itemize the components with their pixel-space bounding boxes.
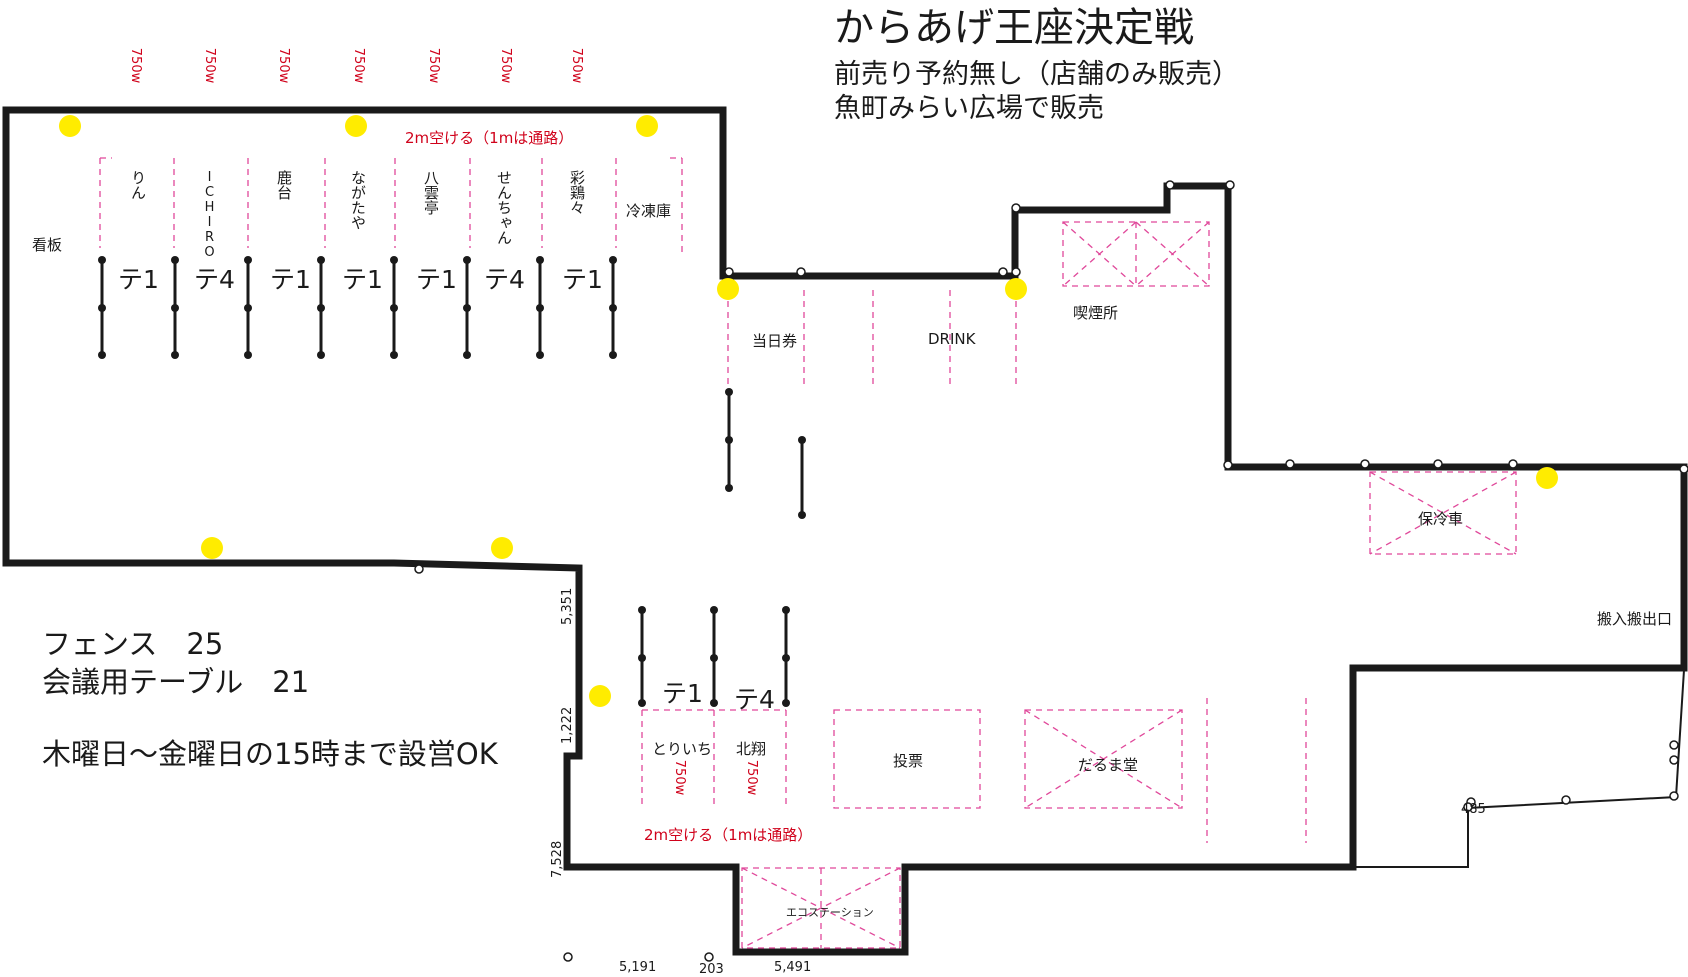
dimension-label: 485 bbox=[1461, 802, 1486, 817]
power-markers bbox=[59, 115, 1558, 707]
table-label: テ1 bbox=[662, 679, 703, 708]
table-label: テ1 bbox=[118, 265, 159, 294]
power-label: 750w bbox=[672, 759, 688, 796]
booth-name: ICHIRO bbox=[202, 170, 217, 260]
power-label: 750w bbox=[128, 47, 144, 84]
ticket-drink-dashes bbox=[727, 290, 1017, 386]
dimension-label: 203 bbox=[699, 962, 724, 977]
power-label: 750w bbox=[744, 759, 760, 796]
drink-label: DRINK bbox=[928, 330, 976, 348]
post-circles bbox=[414, 180, 1688, 962]
daruma-label: だるま堂 bbox=[1078, 756, 1139, 774]
table-label: テ4 bbox=[484, 265, 525, 294]
table-label: テ4 bbox=[734, 685, 775, 714]
loading-exit-label: 搬入搬出口 bbox=[1597, 610, 1673, 628]
info-fence: フェンス 25 bbox=[42, 627, 224, 661]
gap-note-bottom: 2m空ける（1mは通路） bbox=[644, 826, 813, 844]
middle-table-dots bbox=[725, 388, 806, 519]
signboard-label: 看板 bbox=[32, 236, 63, 254]
power-label: 750w bbox=[426, 47, 442, 84]
smoking-label: 喫煙所 bbox=[1073, 304, 1119, 322]
dimension-label: 7,528 bbox=[550, 840, 565, 878]
table-label: テ1 bbox=[342, 265, 383, 294]
info-tables: 会議用テーブル 21 bbox=[42, 665, 310, 699]
booth-name: りん bbox=[129, 170, 147, 200]
cold-car-area bbox=[1369, 471, 1517, 555]
power-label: 750w bbox=[498, 47, 514, 84]
booth-name: 冷凍庫 bbox=[626, 202, 672, 220]
booth-name: 鹿台 bbox=[275, 170, 293, 200]
top-table-dots bbox=[98, 256, 617, 359]
subtitle-line-2: 魚町みらい広場で販売 bbox=[834, 93, 1104, 124]
table-label: テ1 bbox=[270, 265, 311, 294]
bottom-booth-dashes bbox=[641, 698, 1307, 843]
info-setup: 木曜日〜金曜日の15時まで設営OK bbox=[42, 737, 498, 771]
table-label: テ4 bbox=[194, 265, 235, 294]
power-label: 750w bbox=[351, 47, 367, 84]
gap-note-top: 2m空ける（1mは通路） bbox=[405, 129, 574, 147]
table-label: テ1 bbox=[416, 265, 457, 294]
booth-name: せんちゃん bbox=[495, 170, 513, 245]
ticket-label: 当日券 bbox=[752, 332, 798, 350]
vote-label: 投票 bbox=[893, 752, 924, 770]
dimension-label: 5,191 bbox=[619, 960, 657, 975]
booth-name: ながたや bbox=[349, 170, 367, 230]
venue-outline bbox=[2, 106, 1688, 956]
dimension-label: 5,351 bbox=[560, 587, 575, 625]
booth-name: 彩鶏々 bbox=[568, 170, 586, 215]
thin-outline bbox=[1353, 467, 1685, 868]
top-booth-dividers bbox=[99, 157, 683, 256]
booth-name: とりいち bbox=[652, 740, 713, 758]
cold-car-label: 保冷車 bbox=[1418, 510, 1464, 528]
booth-name: 八雲亭 bbox=[422, 170, 440, 215]
middle-tables bbox=[727, 392, 804, 515]
subtitle-line-1: 前売り予約無し（店舗のみ販売） bbox=[834, 59, 1239, 90]
dimension-label: 5,491 bbox=[774, 960, 812, 975]
page-title: からあげ王座決定戦 bbox=[834, 5, 1194, 51]
eco-station-label: エコステーション bbox=[786, 906, 874, 919]
bottom-table-dots bbox=[638, 606, 790, 707]
eco-station-area bbox=[741, 867, 901, 949]
power-label: 750w bbox=[276, 47, 292, 84]
power-label: 750w bbox=[202, 47, 218, 84]
power-label: 750w bbox=[569, 47, 585, 84]
table-label: テ1 bbox=[562, 265, 603, 294]
dimension-label: 1,222 bbox=[560, 706, 575, 744]
smoking-area bbox=[1062, 221, 1210, 287]
booth-name: 北翔 bbox=[736, 740, 767, 758]
